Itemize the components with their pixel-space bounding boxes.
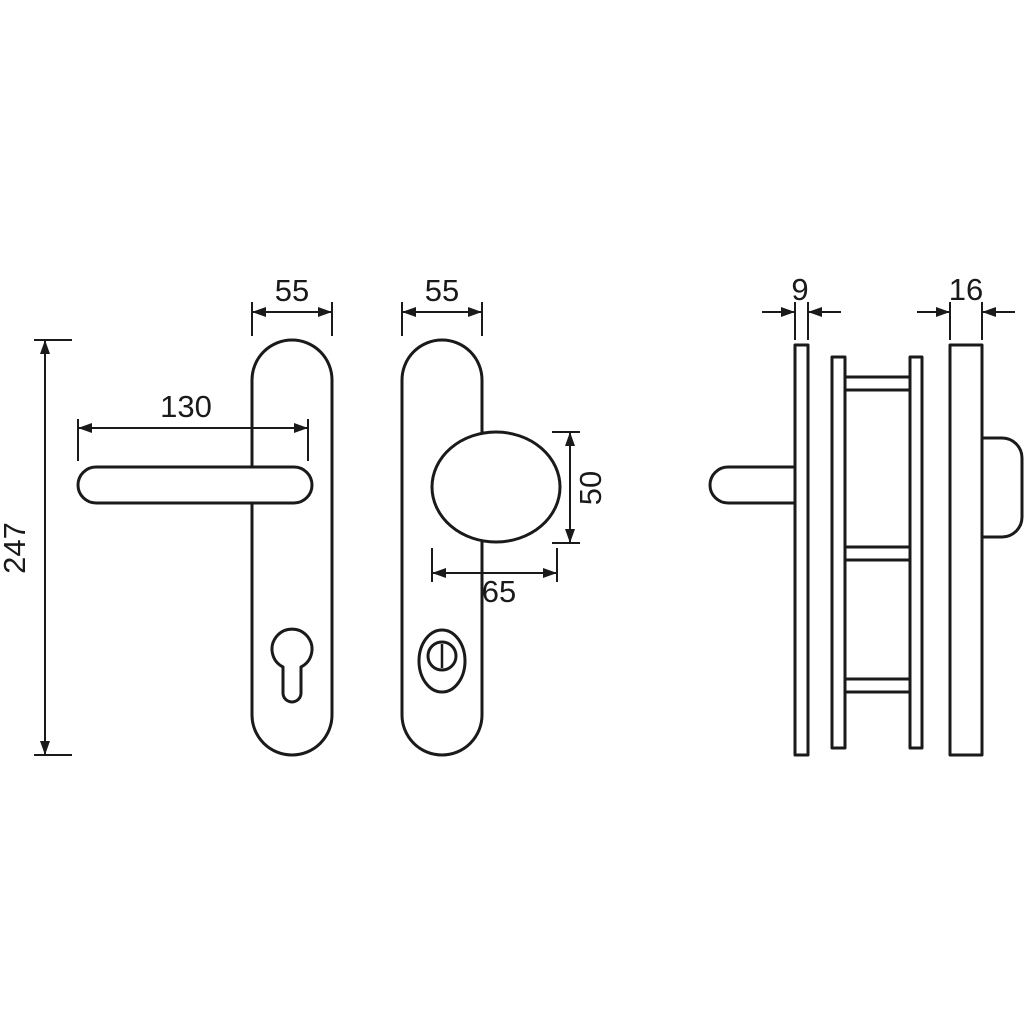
knob-front-view: 55 50 65 bbox=[400, 273, 608, 757]
arrowhead bbox=[982, 307, 996, 317]
arrowhead bbox=[543, 568, 557, 578]
dim-label-lever-plate-width: 55 bbox=[275, 273, 309, 308]
outer-plate-lever-side bbox=[793, 343, 810, 757]
connecting-bolt bbox=[838, 677, 917, 694]
arrowhead bbox=[781, 307, 795, 317]
side-profile-view: 9 16 bbox=[708, 272, 1024, 757]
arrowhead bbox=[40, 741, 50, 755]
dim-plate-height: 247 bbox=[0, 339, 72, 756]
dim-label-plate-height: 247 bbox=[0, 522, 32, 574]
sub-plate bbox=[830, 355, 847, 750]
arrowhead bbox=[936, 307, 950, 317]
door-knob-side bbox=[976, 436, 1024, 539]
dim-label-lever-side-plate-thickness: 9 bbox=[791, 272, 808, 307]
dim-knob-width: 65 bbox=[431, 548, 558, 609]
dim-lever-length: 130 bbox=[77, 389, 309, 461]
dim-knob-plate-width: 55 bbox=[401, 273, 483, 336]
dim-label-knob-height: 50 bbox=[573, 471, 608, 505]
door-knob bbox=[430, 430, 562, 544]
connecting-bolt bbox=[838, 375, 917, 392]
lever-front-view: 247 55 130 bbox=[0, 273, 334, 757]
arrowhead bbox=[40, 340, 50, 354]
arrowhead bbox=[402, 307, 416, 317]
dim-label-knob-side-plate-thickness: 16 bbox=[949, 272, 983, 307]
dim-lever-side-plate-thickness: 9 bbox=[762, 272, 841, 340]
lever-handle-side bbox=[708, 465, 802, 505]
dim-label-lever-length: 130 bbox=[160, 389, 212, 424]
arrowhead bbox=[808, 307, 822, 317]
arrowhead bbox=[78, 423, 92, 433]
arrowhead bbox=[318, 307, 332, 317]
dim-knob-side-plate-thickness: 16 bbox=[917, 272, 1015, 340]
euro-cylinder-keyhole bbox=[270, 627, 314, 704]
arrowhead bbox=[565, 529, 575, 543]
dim-knob-height: 50 bbox=[552, 431, 608, 544]
dim-label-knob-width: 65 bbox=[482, 574, 516, 609]
lever-handle bbox=[76, 465, 314, 505]
arrowhead bbox=[252, 307, 266, 317]
sub-plate bbox=[908, 355, 924, 750]
connecting-bolt bbox=[838, 545, 917, 562]
dim-label-knob-plate-width: 55 bbox=[425, 273, 459, 308]
dim-lever-plate-width: 55 bbox=[251, 273, 333, 336]
outer-plate-knob-side bbox=[948, 343, 984, 757]
arrowhead bbox=[432, 568, 446, 578]
arrowhead bbox=[468, 307, 482, 317]
arrowhead bbox=[565, 432, 575, 446]
arrowhead bbox=[294, 423, 308, 433]
